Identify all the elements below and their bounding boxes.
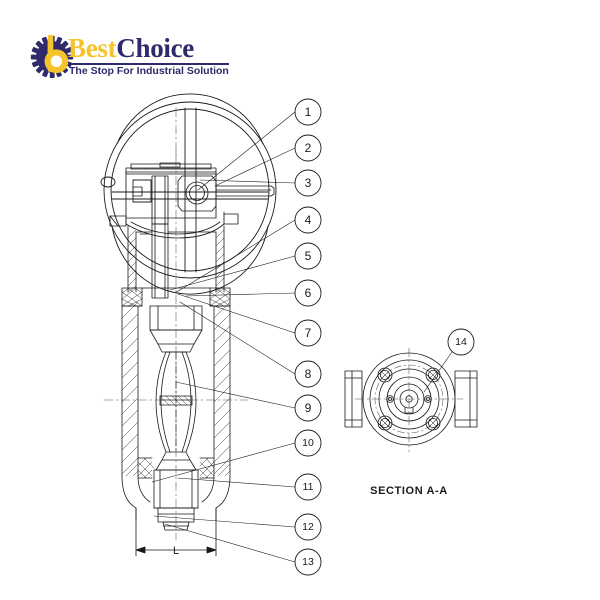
logo-wordmark: BestChoice	[68, 31, 243, 65]
logo-word-choice: Choice	[116, 33, 194, 63]
actuator-housing	[109, 162, 275, 239]
logo-word-best: Best	[68, 33, 117, 63]
balloon-label-6: 6	[305, 286, 312, 300]
logo-tagline: The Stop For Industrial Solution	[69, 65, 229, 77]
valve-body	[121, 301, 231, 521]
section-a-a-view	[344, 347, 478, 453]
packing-gland	[121, 287, 231, 307]
section-view-label: SECTION A-A	[370, 485, 448, 497]
balloon-label-3: 3	[305, 176, 312, 190]
balloon-label-1: 1	[305, 105, 312, 119]
dimension-L	[135, 507, 217, 557]
centre-lines	[103, 107, 249, 541]
bonnet-neck	[127, 223, 225, 299]
company-logo: BestChoice The Stop For Industrial Solut…	[30, 31, 240, 83]
balloon-label-8: 8	[305, 367, 312, 381]
balloon-label-11: 11	[303, 481, 314, 493]
balloon-label-14: 14	[455, 336, 467, 348]
flange-bolts	[377, 367, 441, 431]
balloon-callouts	[294, 98, 475, 576]
balloon-label-13: 13	[302, 556, 314, 568]
leader-lines	[151, 111, 453, 563]
dimension-label-L: L	[173, 545, 179, 557]
gear-b-logo-icon	[30, 34, 74, 78]
logo-divider-rule	[69, 63, 229, 65]
balloon-label-2: 2	[305, 141, 312, 155]
balloon-label-7: 7	[305, 326, 312, 340]
balloon-label-4: 4	[305, 213, 312, 227]
handwheel	[100, 93, 277, 295]
balloon-label-9: 9	[305, 401, 312, 415]
balloon-label-5: 5	[305, 249, 312, 263]
balloon-numbers: 1 2 3 4 5 6 7 8 9 10 11 12 13 14	[302, 105, 467, 568]
balloon-label-10: 10	[302, 437, 314, 449]
balloon-label-12: 12	[302, 521, 314, 533]
